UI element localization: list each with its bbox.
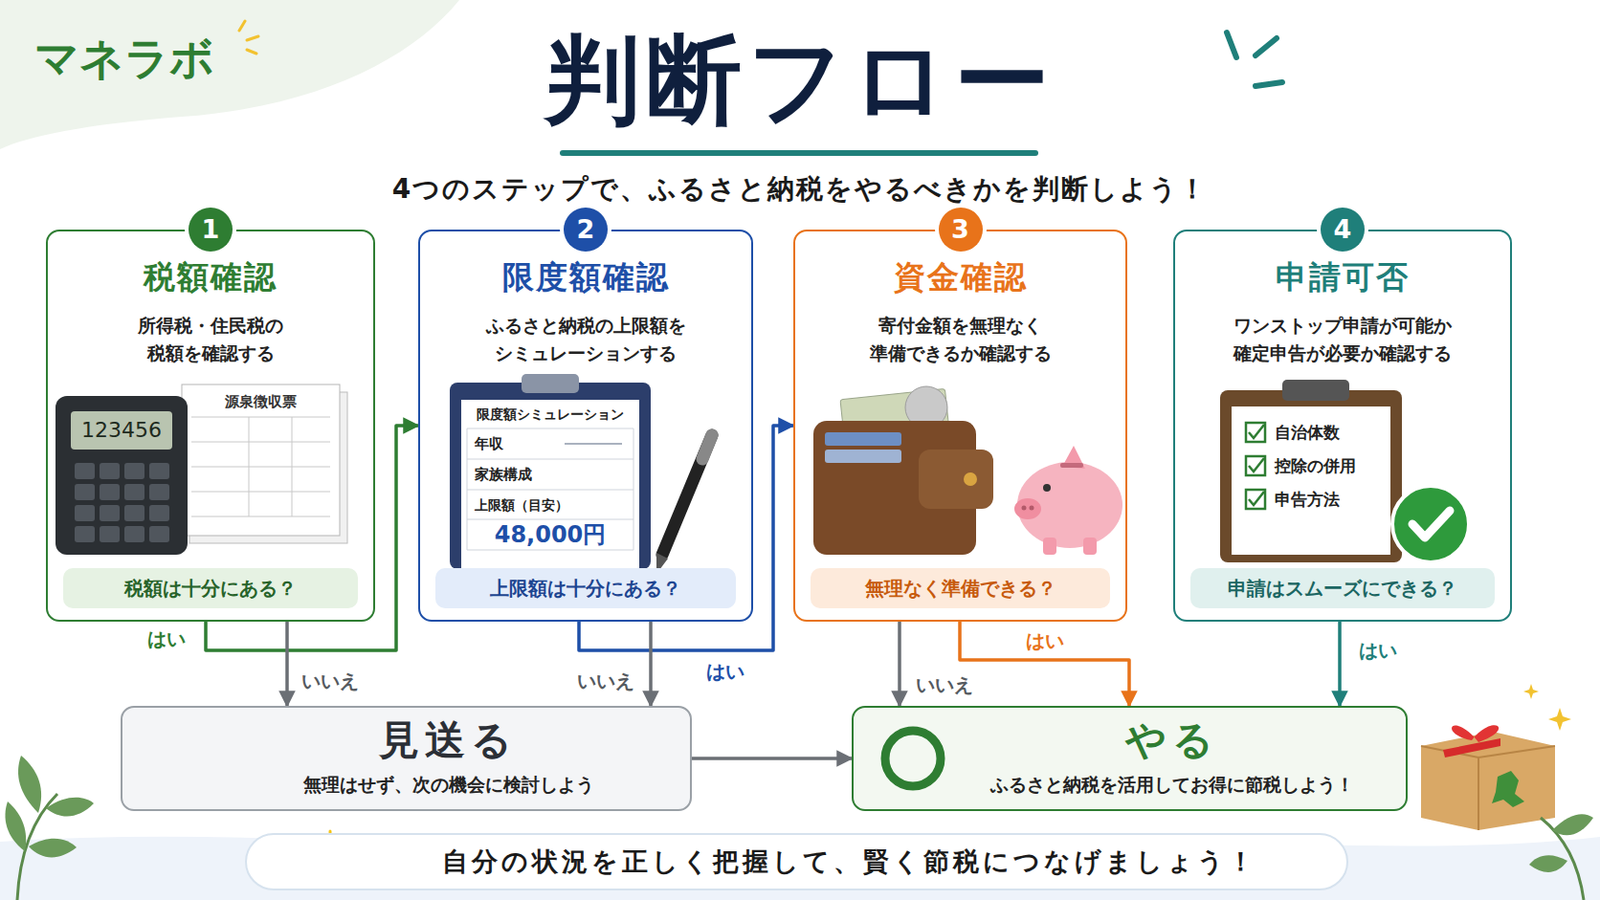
checklist-item: 申告方法 [1274,489,1340,510]
title-sparkle [1226,32,1283,87]
step-box: 2限度額確認ふるさと納税の上限額を シミュレーションする上限額は十分にある？ [418,229,754,623]
connector [285,622,289,707]
title-underline [559,150,1039,156]
banner-text: 自分の状況を正しく把握して、賢く節税につなげましょう！ [371,844,1328,880]
simulation-clipboard [449,374,651,570]
question-pill: 無理なく準備できる？ [810,568,1111,609]
connector [1337,622,1342,707]
checklist-item: 自治体数 [1274,422,1340,443]
logo-sparkle [239,21,259,54]
step-description: ふるさと納税の上限額を シミュレーションする [476,311,695,369]
field-label: 家族構成 [474,466,533,484]
step-description: ワンストップ申請が可能か 確定申告が必要か確認する [1224,311,1462,369]
question-text: 無理なく準備できる？ [865,576,1057,602]
step-description: 所得税・住民税の 税額を確認する [129,311,293,369]
edge-label: いいえ [297,669,363,693]
result-box: 見送る無理はせず、次の機会に検討しよう [120,706,692,812]
result-box: やるふるさと納税を活用してお得に節税しよう！ [851,706,1408,812]
checklist-clipboard [1220,379,1402,563]
display-digits: 123456 [81,418,162,444]
circle-icon [874,720,952,798]
step-number: 4 [1320,207,1365,252]
result-note: ふるさと納税を活用してお得に節税しよう！ [990,773,1355,799]
question-text: 税額は十分にある？ [124,576,297,602]
edge-label: はい [143,627,190,651]
step-description: 寄付金額を無理なく 準備できるか確認する [860,311,1061,369]
step-number: 3 [938,207,983,252]
question-text: 上限額は十分にある？ [489,576,682,602]
step-heading: 資金確認 [893,256,1028,300]
question-pill: 上限額は十分にある？ [435,568,736,609]
edge-label: はい [702,660,749,684]
step-heading: 限度額確認 [502,256,670,300]
leaves-right [1529,814,1594,900]
edge-label: はい [1022,629,1068,653]
question-text: 申請はスムーズにできる？ [1227,576,1458,602]
subtitle: 4つのステップで、ふるさと納税をやるべきかを判断しよう！ [392,173,1208,206]
connector [691,756,852,761]
edge-label: はい [1355,639,1401,663]
connector [648,622,653,707]
result-heading: 見送る [378,713,518,768]
result-note: 無理はせず、次の機会に検討しよう [303,773,595,799]
connector [578,425,794,651]
circle-mark [885,731,941,787]
question-pill: 税額は十分にある？ [63,568,358,609]
corner-blob [0,0,460,150]
edge-label: いいえ [573,669,639,693]
gift-box [1421,684,1572,831]
step-number: 1 [188,207,233,252]
step-box: 4申請可否ワンストップ申請が可能か 確定申告が必要か確認する申請はスムーズにでき… [1173,229,1512,623]
sheet-title: 限度額シミュレーション [476,406,624,423]
edge-label: いいえ [911,673,978,697]
limit-amount: 48,000円 [494,521,607,550]
connector [205,425,419,651]
withholding-slip [181,384,348,544]
title: 判断フロー [0,24,1600,135]
piggy-bank [1014,445,1123,556]
result-heading: やる [1125,713,1220,768]
logo: マネラボ [34,32,215,86]
step-heading: 申請可否 [1275,256,1410,300]
leaves-left [4,755,94,900]
connector [897,622,902,707]
step-number: 2 [563,207,608,252]
calculator [55,396,188,556]
wallet [813,386,994,556]
field-label: 年収 [474,435,504,453]
slip-title: 源泉徴収票 [224,393,297,411]
step-box: 3資金確認寄付金額を無理なく 準備できるか確認する無理なく準備できる？ [793,229,1128,623]
check-badge [1392,486,1469,563]
question-pill: 申請はスムーズにできる？ [1190,568,1495,609]
connector [959,622,1130,707]
step-heading: 税額確認 [143,256,278,300]
pen [656,435,712,575]
field-label: 上限額（目安） [474,497,569,514]
checklist-item: 控除の併用 [1274,456,1356,476]
message-banner: 自分の状況を正しく把握して、賢く節税につなげましょう！ [244,833,1349,891]
